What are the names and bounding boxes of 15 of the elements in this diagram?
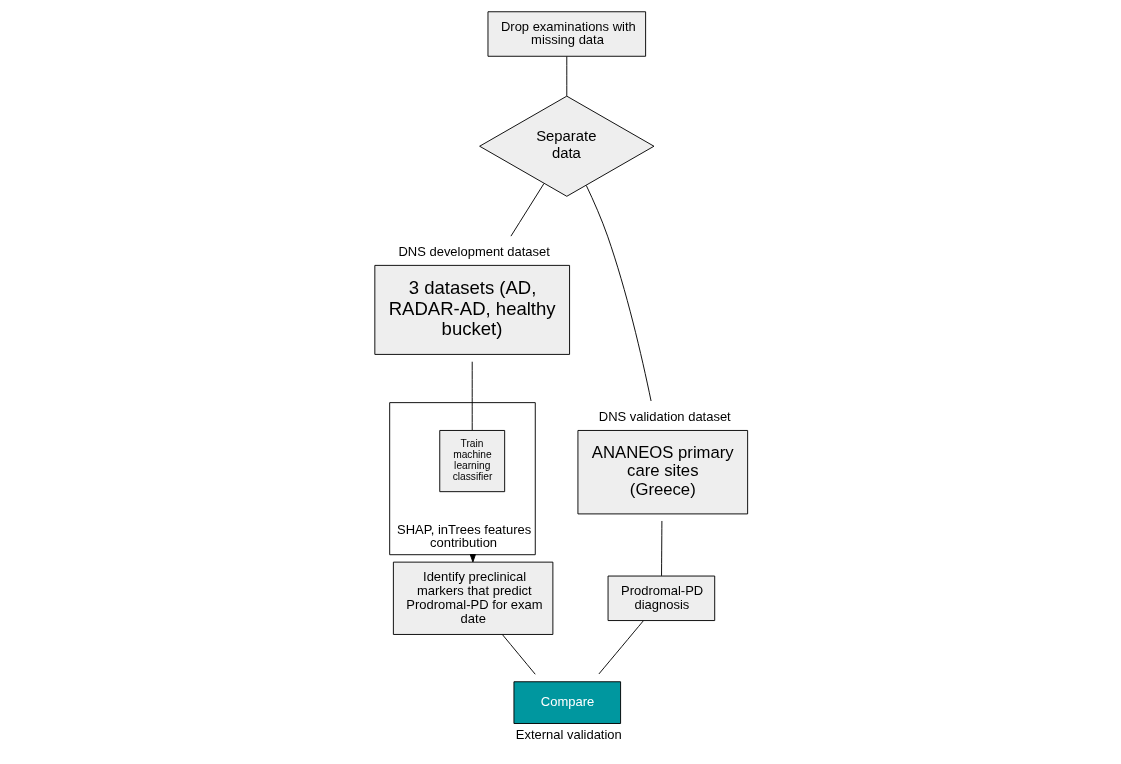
- connector: [660, 520, 662, 577]
- node-diamond: Separate data: [478, 95, 654, 197]
- connector: [585, 185, 652, 402]
- node-box: Train machine learning classifier: [438, 430, 505, 493]
- node-box: Drop examinations with missing data: [487, 11, 646, 57]
- node-label: DNS development dataset: [397, 244, 550, 260]
- connector: [597, 620, 644, 675]
- node-box: Prodromal-PD diagnosis: [607, 575, 715, 622]
- connector: [509, 183, 544, 237]
- connector: [501, 634, 536, 675]
- node-box: Identify preclinical markers that predict Prodromal-PD for exam date: [392, 561, 553, 635]
- node-label: External validation: [515, 727, 622, 743]
- connector: [565, 56, 567, 97]
- node-label: DNS validation dataset: [598, 409, 731, 425]
- connector: [471, 361, 473, 431]
